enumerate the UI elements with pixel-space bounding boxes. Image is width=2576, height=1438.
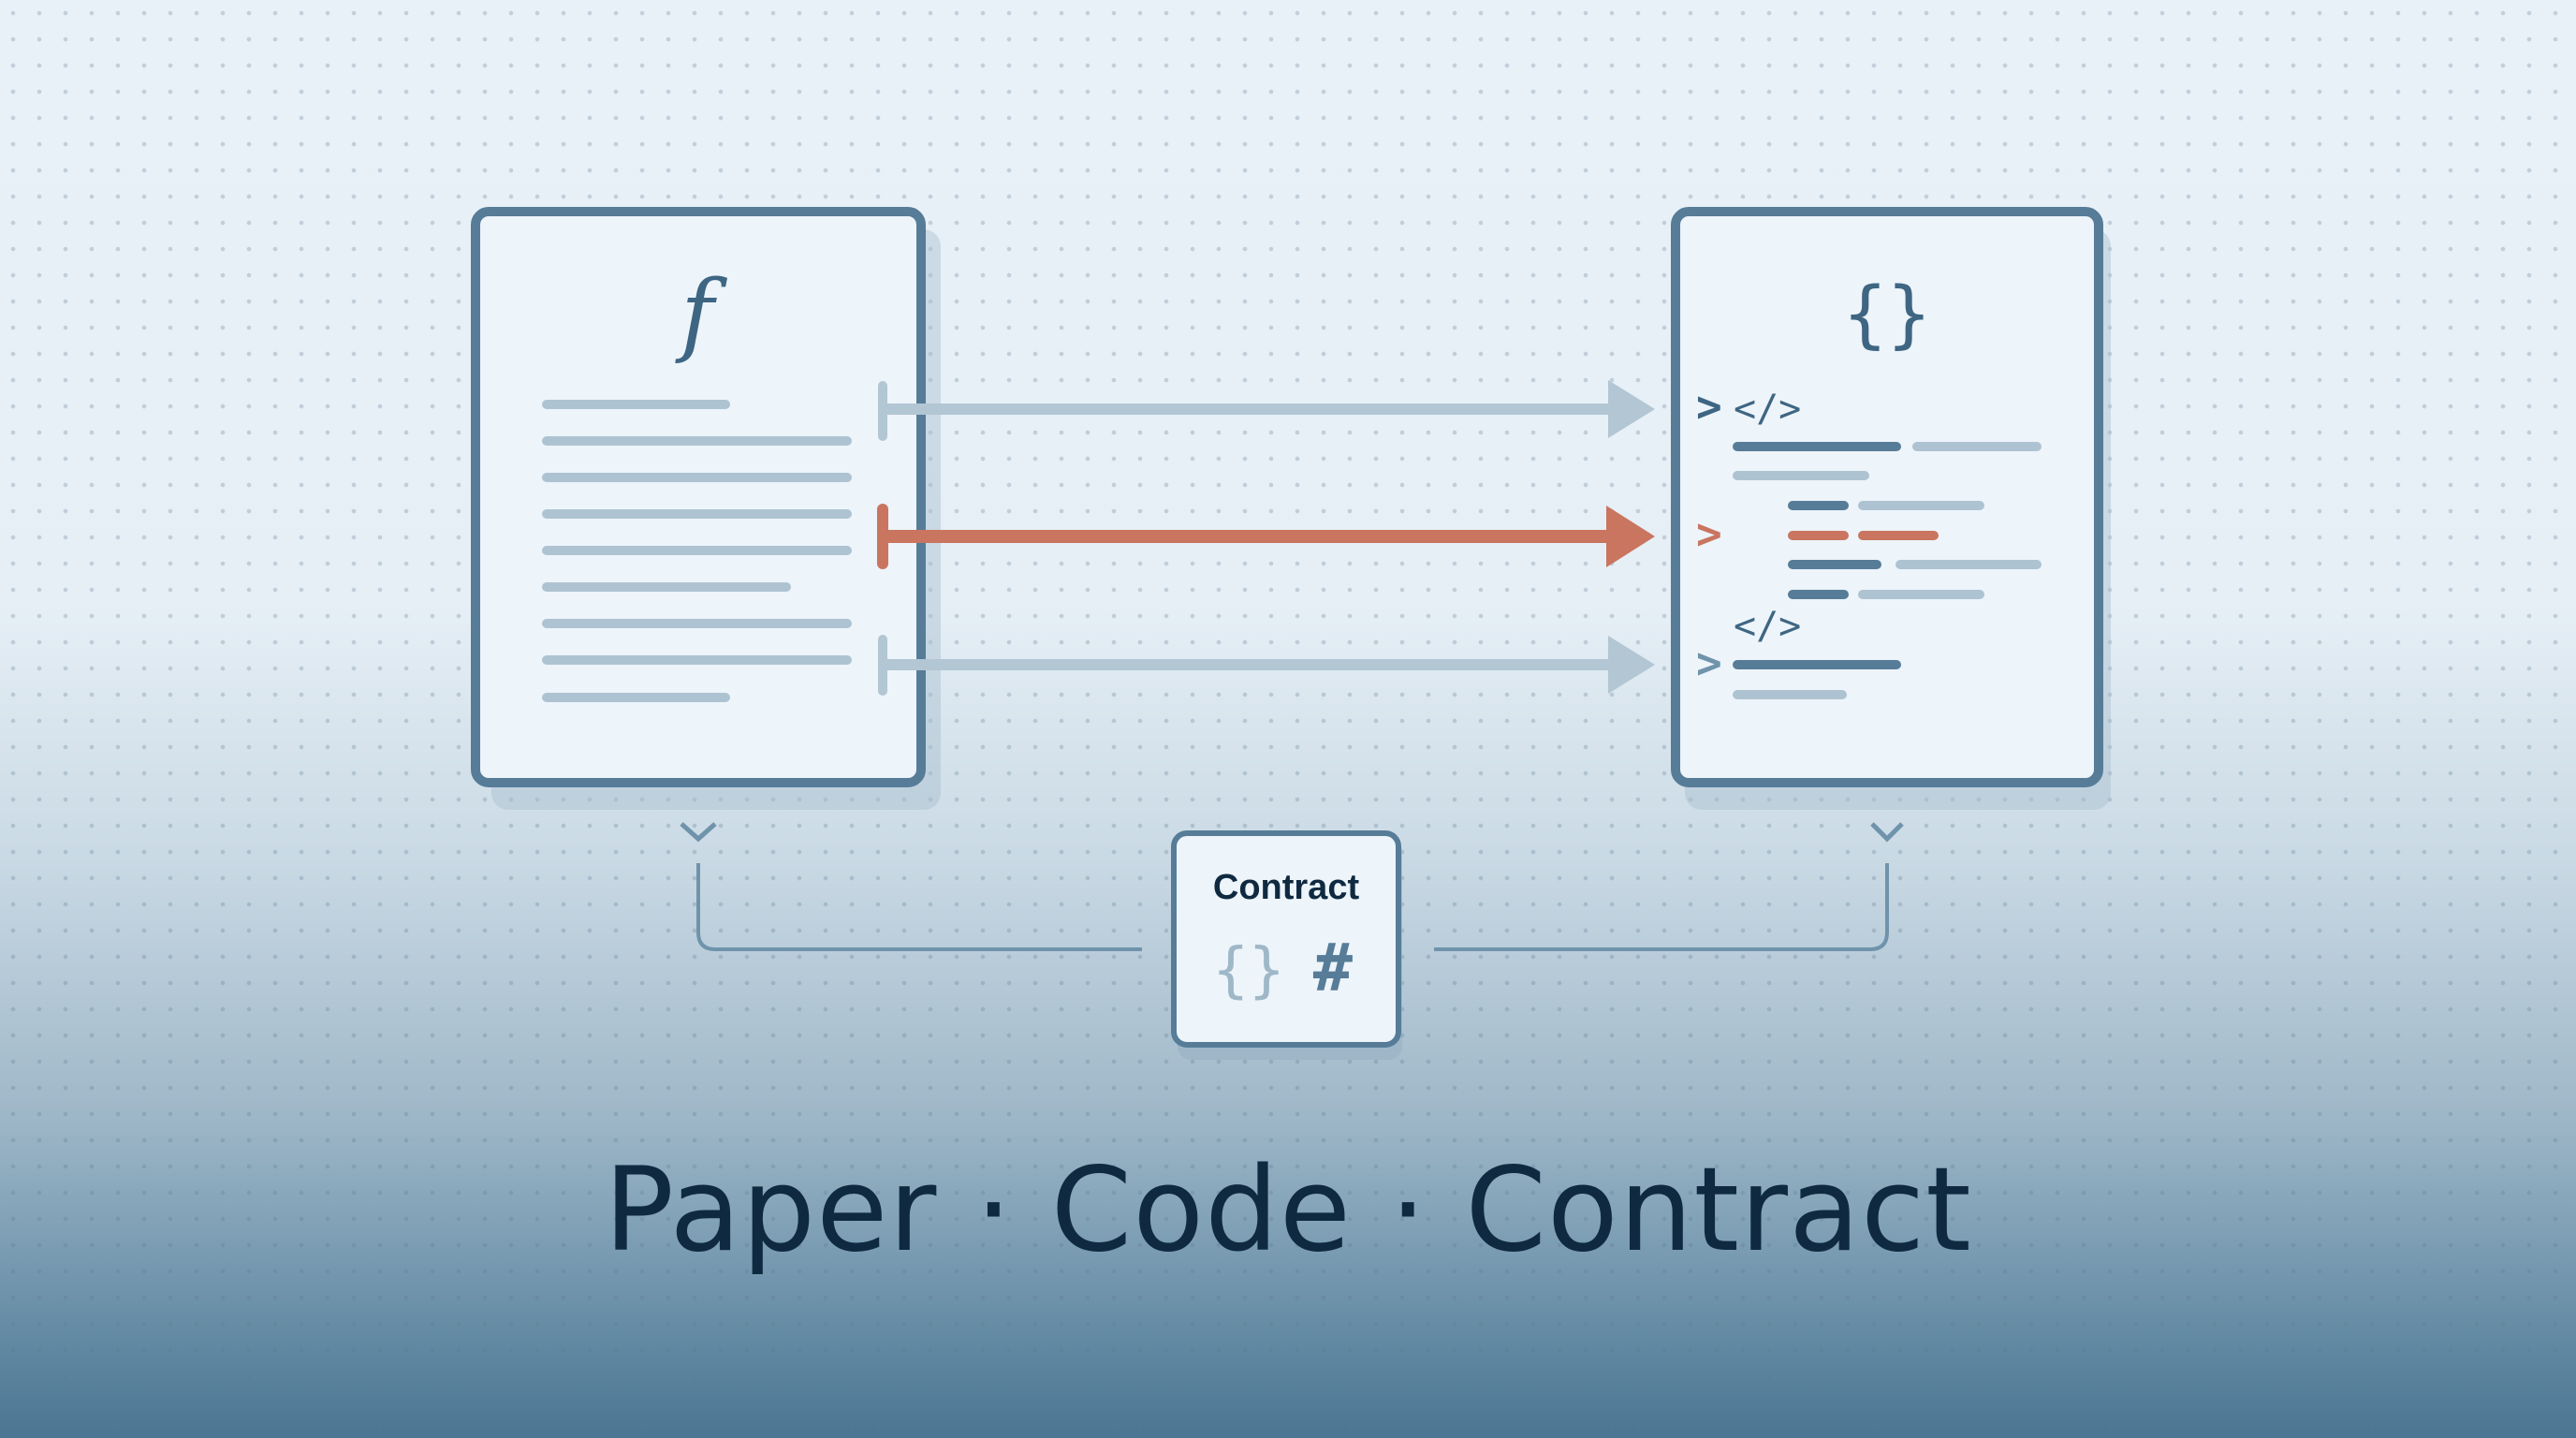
contract-card: Contract {} # [1171, 830, 1402, 1060]
braces-icon-small: {} [1212, 936, 1284, 1005]
code-tag-icon: </> [1734, 388, 1801, 431]
mapping-arrow-highlighted [877, 504, 1655, 569]
chevron-right-highlight-icon: > [1696, 508, 1722, 559]
paper-text-lines [542, 400, 852, 702]
mapping-arrow-bottom [878, 635, 1655, 696]
contract-label: Contract [1213, 868, 1360, 907]
braces-icon: {} [1843, 272, 1931, 357]
code-tag-icon-2: </> [1734, 605, 1801, 648]
page-title: Paper · Code · Contract [604, 1143, 1972, 1278]
contract-connectors [680, 822, 1904, 951]
paper-document-card: f [471, 207, 926, 787]
chevron-right-icon-3: > [1696, 638, 1722, 688]
mapping-arrow-top [878, 380, 1655, 441]
code-document-card: {} > </> > </> > [1671, 207, 2103, 787]
hash-icon: # [1313, 930, 1353, 1006]
chevron-right-icon: > [1696, 381, 1722, 432]
